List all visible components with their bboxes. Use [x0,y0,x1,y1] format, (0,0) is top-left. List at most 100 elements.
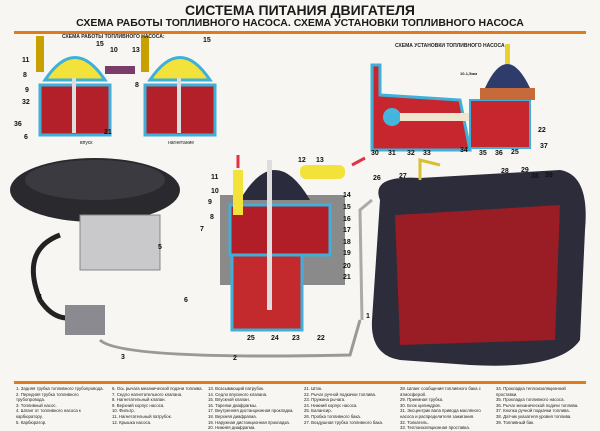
legend-item: 9. Верхний корпус насоса. [112,402,165,408]
legend-column: 1. Задняя трубка топливного трубопровода… [16,386,108,431]
callout-number: 22 [317,335,325,342]
callout-number: 8 [210,214,214,221]
callout-number: 13 [316,157,324,164]
legend-item: 2. Передняя трубка топливного трубопрово… [16,391,79,403]
legend-item: 10. Фильтр. [112,408,135,414]
legend-item: 33. Теплоизоляционная проставка. [400,425,470,431]
legend-item: 37. Кнопка ручной подкачки топлива. [496,408,570,414]
callout-number: 13 [132,47,140,54]
legend: 1. Задняя трубка топливного трубопровода… [16,386,596,431]
callout-number: 30 [371,150,379,157]
callout-number: 6 [184,297,188,304]
fuel-pump-cutaway [220,155,366,332]
title-divider [14,31,586,34]
legend-item: 39. Топливный бак. [496,419,535,425]
callout-number: 17 [343,227,351,234]
fuel-tank [358,158,586,366]
legend-item: 34. Прокладка теплоизоляционной проставк… [496,386,566,397]
callout-number: 10 [211,188,219,195]
legend-item: 13. Всасывающий патрубок. [208,386,265,391]
pump-install-diagram [370,44,535,152]
legend-item: 22. Рычаг ручной подкачки топлива. [304,391,377,397]
callout-number: 39 [545,172,553,179]
legend-item: 28. Шланг сообщения топливного бака с ат… [400,386,481,397]
callout-number: 15 [96,41,104,48]
legend-item: 23. Пружина рычага. [304,397,346,403]
legend-column: 6. Ось рычага механической подачи топлив… [112,386,204,431]
legend-column: 13. Всасывающий патрубок.14. Седло впуск… [208,386,300,431]
callout-number: 24 [271,335,279,342]
callout-number: 9 [208,199,212,206]
callout-number: 7 [200,226,204,233]
callout-number: 1 [366,313,370,320]
callout-number: 3 [121,354,125,361]
callout-number: 9 [25,87,29,94]
callout-number: 6 [24,134,28,141]
callout-number: 18 [343,239,351,246]
callout-number: 23 [292,335,300,342]
discharge-label: нагнетание [168,140,195,146]
legend-item: 26. Пробка топливного бака. [304,413,362,419]
callout-number: 2 [233,355,237,362]
legend-item: 38. Датчик указателя уровня топлива. [496,413,572,419]
callout-number: 37 [540,143,548,150]
legend-item: 19. Наружная дистанционная прокладка. [208,419,290,425]
callout-number: 15 [343,204,351,211]
legend-item: 16. Тарелки диафрагмы. [208,402,258,408]
callout-number: 21 [343,274,351,281]
poster-subtitle: СХЕМА РАБОТЫ ТОПЛИВНОГО НАСОСА. СХЕМА УС… [76,17,524,29]
legend-item: 31. Эксцентрик вала привода масляного на… [400,408,481,419]
callout-number: 8 [135,82,139,89]
callout-number: 15 [203,37,211,44]
legend-item: 24. Нижний корпус насоса. [304,402,358,408]
callout-number: 38 [531,173,539,180]
pump-intake-diagram [36,36,135,137]
carburetor-assembly [10,158,362,358]
dimension-label: 10-1,5мм [460,71,478,76]
callout-number: 28 [501,168,509,175]
callout-number: 33 [423,150,431,157]
callout-number: 32 [22,99,30,106]
callout-number: 25 [511,149,519,156]
legend-item: 11. Нагнетательный патрубок. [112,413,172,419]
legend-column: 28. Шланг сообщения топливного бака с ат… [400,386,492,431]
legend-item: 3. Топливный насос. [16,402,57,408]
legend-item: 32. Толкатель. [400,419,429,425]
legend-item: 35. Прокладка топливного насоса. [496,397,565,403]
callout-number: 4 [38,294,42,301]
callout-number: 5 [158,244,162,251]
callout-number: 10 [110,47,118,54]
legend-item: 14. Седло впускного клапана. [208,391,268,397]
poster-title: СИСТЕМА ПИТАНИЯ ДВИГАТЕЛЯ [185,2,415,18]
callout-number: 8 [23,72,27,79]
legend-item: 1. Задняя трубка топливного трубопровода… [16,386,104,391]
legend-item: 27. Воздушная трубка топливного бака. [304,419,384,425]
callout-number: 21 [104,129,112,136]
callout-number: 16 [343,216,351,223]
pump-scheme-title: СХЕМА РАБОТЫ ТОПЛИВНОГО НАСОСА: [62,34,165,40]
legend-item: 25. Балансир. [304,408,332,414]
legend-item: 30. Блок цилиндров. [400,402,441,408]
callout-number: 20 [343,263,351,270]
legend-item: 6. Ось рычага механической подачи топлив… [112,386,203,391]
legend-item: 12. Крышка насоса. [112,419,152,425]
callout-number: 14 [343,192,351,199]
legend-column: 21. Шток.22. Рычаг ручной подкачки топли… [304,386,396,431]
legend-item: 7. Седло нагнетательного клапана. [112,391,183,397]
callout-number: 19 [343,250,351,257]
callout-number: 11 [211,174,219,181]
legend-item: 29. Приемная трубка. [400,397,444,403]
legend-item: 8. Нагнетательный клапан. [112,397,166,403]
callout-number: 27 [399,173,407,180]
callout-number: 36 [14,121,22,128]
callout-number: 36 [495,150,503,157]
legend-item: 18. Верхняя диафрагма. [208,413,257,419]
callout-number: 31 [388,150,396,157]
callout-number: 12 [298,157,306,164]
intake-label: впуск [80,140,93,146]
callout-number: 26 [373,175,381,182]
callout-number: 29 [521,167,529,174]
callout-number: 22 [538,127,546,134]
legend-item: 4. Шланг от топливного насоса к карбюрат… [16,408,81,419]
